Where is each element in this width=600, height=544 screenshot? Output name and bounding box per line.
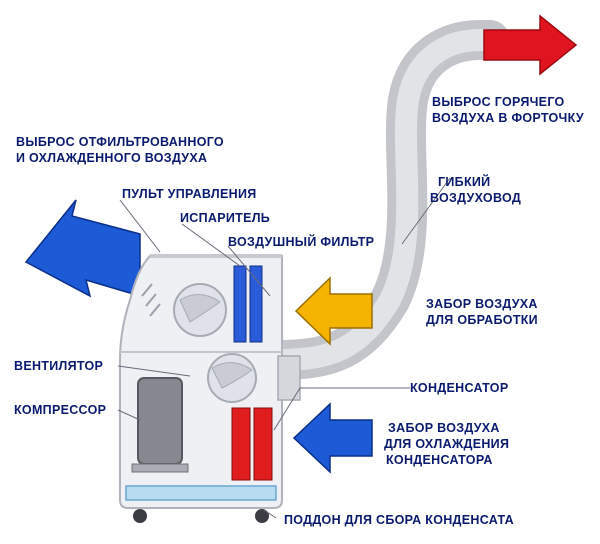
- duct-connector: [277, 355, 301, 401]
- label-condenser: КОНДЕНСАТОР: [410, 381, 508, 395]
- upper-fan: [173, 283, 227, 337]
- cool-air-out-arrow: [24, 199, 141, 298]
- evaporator-2: [249, 265, 263, 343]
- air-intake-arrow: [294, 276, 373, 346]
- label-air-intake-processing-2: ДЛЯ ОБРАБОТКИ: [426, 313, 538, 327]
- label-filtered-air-out-1: ВЫБРОС ОТФИЛЬТРОВАННОГО: [16, 135, 224, 149]
- label-flexible-duct-1: ГИБКИЙ: [438, 174, 490, 189]
- condenser-2: [253, 407, 273, 481]
- leader-lines: [117, 177, 451, 519]
- label-condensate-tray: ПОДДОН ДЛЯ СБОРА КОНДЕНСАТА: [284, 513, 514, 527]
- condenser-intake-arrow: [292, 402, 373, 474]
- label-hot-air-out-1: ВЫБРОС ГОРЯЧЕГО: [432, 95, 565, 109]
- label-compressor: КОМПРЕССОР: [14, 403, 106, 417]
- wheel-right: [255, 509, 269, 523]
- condenser: [231, 407, 251, 481]
- compressor-base: [131, 463, 189, 473]
- flexible-duct-highlight: [267, 29, 501, 371]
- label-hot-air-out-2: ВОЗДУХА В ФОРТОЧКУ: [432, 111, 584, 125]
- label-air-intake-processing-1: ЗАБОР ВОЗДУХА: [426, 297, 538, 311]
- lower-fan: [207, 353, 257, 403]
- label-air-filter: ВОЗДУШНЫЙ ФИЛЬТР: [228, 234, 374, 249]
- evaporator: [233, 265, 247, 343]
- label-control-panel: ПУЛЬТ УПРАВЛЕНИЯ: [122, 187, 257, 201]
- compressor: [137, 377, 183, 465]
- label-flexible-duct-2: ВОЗДУХОВОД: [430, 191, 521, 205]
- label-fan: ВЕНТИЛЯТОР: [14, 359, 103, 373]
- label-air-intake-condenser-2: ДЛЯ ОХЛАЖДЕНИЯ: [384, 437, 509, 451]
- label-air-intake-condenser-1: ЗАБОР ВОЗДУХА: [388, 421, 500, 435]
- condensate-tray: [125, 485, 277, 501]
- label-air-intake-condenser-3: КОНДЕНСАТОРА: [386, 453, 493, 467]
- control-panel-marks: [141, 283, 161, 317]
- label-evaporator: ИСПАРИТЕЛЬ: [180, 211, 270, 225]
- hot-air-arrow: [483, 14, 578, 76]
- wheel-left: [133, 509, 147, 523]
- label-filtered-air-out-2: И ОХЛАЖДЕННОГО ВОЗДУХА: [16, 151, 207, 165]
